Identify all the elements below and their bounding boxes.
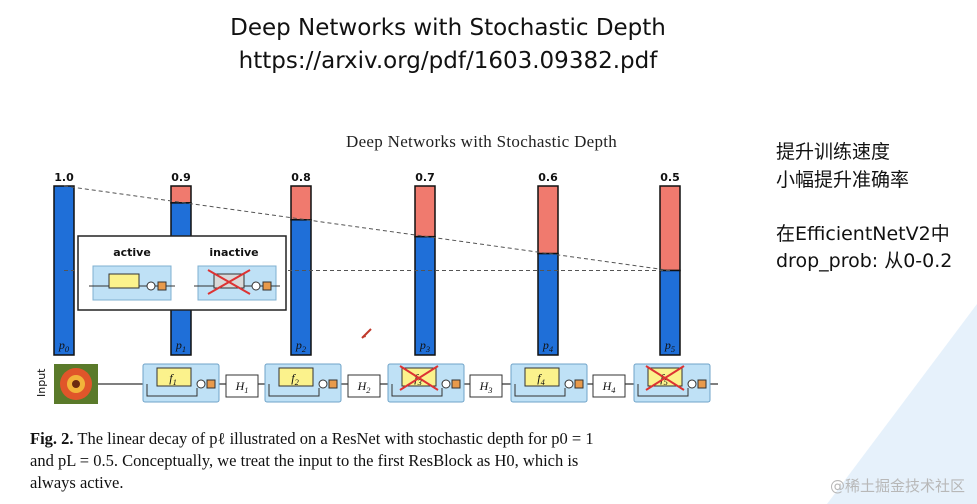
bar-p-label: p0: [58, 338, 70, 354]
note-accuracy: 小幅提升准确率: [776, 169, 910, 191]
note-efficientnetv2: 在EfficientNetV2中: [776, 223, 950, 245]
watermark: @稀土掘金技术社区: [829, 477, 965, 495]
activation-icon: [697, 379, 707, 389]
legend-box: active inactive: [77, 235, 287, 311]
drop-cross-icon: [645, 365, 685, 391]
skip-connection: [514, 384, 566, 397]
hidden-label: H1: [235, 379, 249, 395]
input-label: Input: [35, 368, 48, 397]
caption-label: Fig. 2.: [30, 429, 74, 448]
caption-line-3: always active.: [30, 473, 124, 492]
mini-f-box: [108, 273, 140, 289]
adder-icon: [687, 379, 697, 389]
decorative-corner-triangle: [827, 304, 977, 504]
activation-icon: [206, 379, 216, 389]
mini-activation: [157, 281, 167, 291]
bar-p-label: p2: [295, 338, 306, 354]
slide-title: Deep Networks with Stochastic Depth: [230, 15, 666, 41]
bar-dropped-part: [170, 185, 192, 204]
bar-p-label: p5: [664, 338, 675, 354]
caption-line-1: The linear decay of pℓ illustrated on a …: [77, 429, 594, 448]
skip-connection: [268, 384, 320, 397]
bar-dropped-part: [659, 185, 681, 272]
adder-icon: [318, 379, 328, 389]
mini-adder: [146, 281, 156, 291]
mini-activation: [262, 281, 272, 291]
activation-icon: [574, 379, 584, 389]
hidden-box: [225, 374, 259, 398]
adder-icon: [564, 379, 574, 389]
adder-icon: [441, 379, 451, 389]
bar-p-label: p3: [419, 338, 430, 354]
legend-inactive-label: inactive: [209, 246, 258, 259]
hidden-label: H2: [357, 379, 371, 395]
mouse-cursor-icon: [361, 328, 372, 339]
survival-prob-value: 0.6: [538, 171, 558, 184]
mini-adder: [251, 281, 261, 291]
hidden-state: H4: [592, 374, 626, 398]
bar-survival-part: [290, 219, 312, 356]
resblock: f4: [510, 363, 588, 403]
skip-connection: [391, 384, 443, 397]
hidden-state: H1: [225, 374, 259, 398]
f-label: f5: [660, 371, 668, 387]
survival-prob-value: 0.5: [660, 171, 680, 184]
hidden-box: [592, 374, 626, 398]
figure-caption: Fig. 2. The linear decay of pℓ illustrat…: [30, 428, 730, 494]
f-label: f2: [291, 371, 299, 387]
hidden-box: [469, 374, 503, 398]
drop-cross-icon: [399, 365, 439, 391]
resblock: f3: [387, 363, 465, 403]
input-image: [54, 364, 98, 404]
hidden-box: [347, 374, 381, 398]
hidden-label: H3: [479, 379, 493, 395]
legend-active-label: active: [113, 246, 151, 259]
survival-prob-value: 0.8: [291, 171, 311, 184]
flower-center: [72, 380, 80, 388]
legend-inactive-block: [194, 265, 280, 301]
skip-connection: [637, 384, 689, 397]
resblock: f1: [142, 363, 220, 403]
bar-p-label: p4: [542, 338, 553, 354]
survival-prob-value: 0.9: [171, 171, 191, 184]
f-box: [156, 367, 192, 387]
hidden-state: H3: [469, 374, 503, 398]
caption-line-2: and pL = 0.5. Conceptually, we treat the…: [30, 451, 579, 470]
activation-icon: [328, 379, 338, 389]
resblock: f5: [633, 363, 711, 403]
adder-icon: [196, 379, 206, 389]
hidden-label: H4: [602, 379, 616, 395]
resblock: f2: [264, 363, 342, 403]
f-label: f3: [414, 371, 422, 387]
f-label: f1: [169, 371, 177, 387]
bar-dropped-part: [537, 185, 559, 255]
slide-url: https://arxiv.org/pdf/1603.09382.pdf: [238, 48, 658, 74]
drop-cross-icon: [207, 269, 251, 295]
note-training-speed: 提升训练速度: [776, 141, 891, 163]
legend-active-block: [89, 265, 175, 301]
activation-icon: [451, 379, 461, 389]
decay-line: [63, 185, 671, 271]
bar-dropped-part: [414, 185, 436, 238]
survival-prob-value: 0.7: [415, 171, 435, 184]
hidden-state: H2: [347, 374, 381, 398]
bar-p-label: p1: [175, 338, 186, 354]
figure-heading: Deep Networks with Stochastic Depth: [346, 132, 618, 151]
f-box: [524, 367, 560, 387]
note-drop-prob: drop_prob: 从0-0.2: [776, 250, 953, 272]
skip-connection: [146, 384, 198, 397]
survival-prob-value: 1.0: [54, 171, 74, 184]
f-box: [278, 367, 314, 387]
f-label: f4: [537, 371, 545, 387]
bar-survival-part: [537, 252, 559, 356]
bar-dropped-part: [290, 185, 312, 221]
